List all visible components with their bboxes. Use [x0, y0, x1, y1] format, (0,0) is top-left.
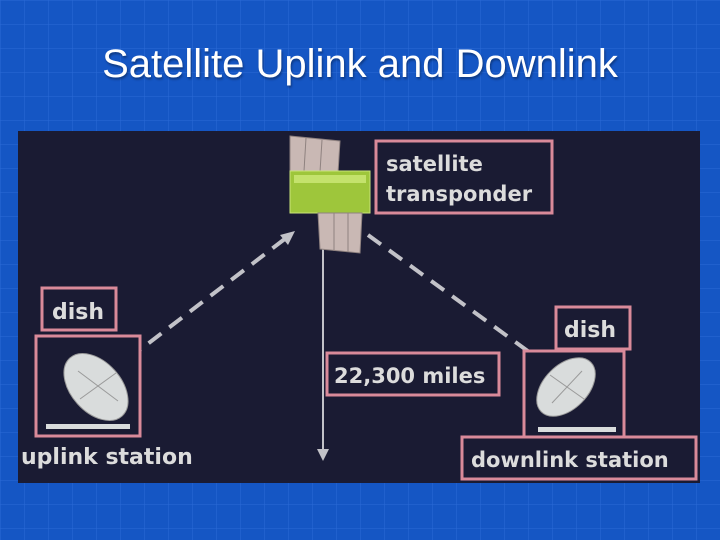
- uplink-station: [34, 334, 142, 438]
- distance-text: 22,300 miles: [334, 364, 485, 388]
- distance-label: 22,300 miles: [325, 351, 501, 397]
- satellite-icon: [289, 135, 371, 254]
- uplink-dish-text: dish: [52, 300, 104, 325]
- satellite-transponder-label: satellite transponder: [374, 139, 554, 215]
- uplink-dish-icon: [46, 353, 130, 429]
- satellite-label-line2: transponder: [386, 182, 533, 206]
- satellite-label-line1: satellite: [386, 152, 483, 176]
- downlink-station-text: downlink station: [471, 448, 669, 472]
- uplink-station-label: uplink station: [21, 445, 193, 470]
- downlink-dish-label: dish: [554, 305, 632, 351]
- downlink-dish-icon: [536, 357, 616, 432]
- satellite-link-diagram: satellite transponder dish uplink statio…: [18, 131, 700, 483]
- distance-arrow: [317, 226, 329, 461]
- downlink-station-label: downlink station: [460, 435, 698, 481]
- uplink-beam: [126, 231, 295, 361]
- downlink-dish-text: dish: [564, 318, 616, 343]
- uplink-dish-label: dish: [40, 286, 118, 332]
- slide-title: Satellite Uplink and Downlink: [102, 42, 618, 86]
- downlink-station: [522, 349, 626, 441]
